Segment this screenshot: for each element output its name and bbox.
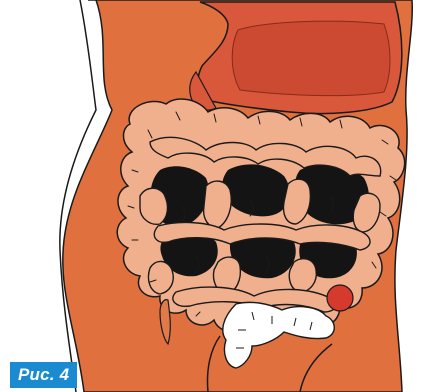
figure-caption: Рис. 4: [10, 362, 77, 388]
left-flank: [0, 0, 53, 392]
highlight-spot: [327, 285, 353, 311]
